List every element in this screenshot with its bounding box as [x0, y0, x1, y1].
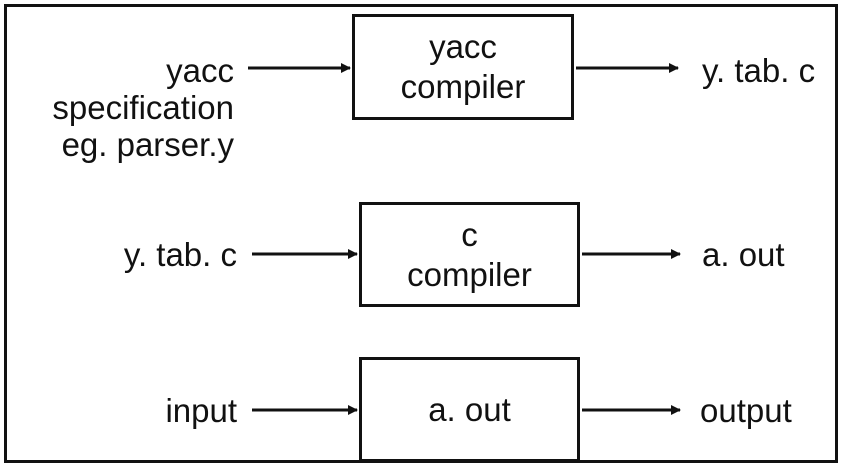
a-out-box: a. out: [359, 357, 580, 462]
stage1-input-line1: yacc: [166, 52, 234, 89]
yacc-compiler-box-line2: compiler: [400, 68, 526, 105]
c-compiler-box-line1: c: [461, 215, 478, 253]
stage1-output-label: y. tab. c: [702, 52, 816, 89]
stage1-input-label: yacc specification eg. parser.y: [0, 52, 234, 163]
c-compiler-box: c compiler: [359, 202, 580, 307]
stage3-output-label: output: [700, 392, 792, 429]
stage3-input-label: input: [165, 392, 237, 429]
stage2-output-label: a. out: [702, 236, 785, 273]
stage2-input-label: y. tab. c: [123, 236, 237, 273]
stage1-input-line3: eg. parser.y: [61, 126, 234, 163]
c-compiler-box-line2: compiler: [407, 255, 532, 293]
yacc-compiler-box-line1: yacc: [429, 28, 497, 65]
a-out-box-line1: a. out: [428, 390, 511, 428]
stage1-input-line2: specification: [52, 89, 234, 126]
yacc-compiler-box: yacc compiler: [352, 14, 574, 120]
